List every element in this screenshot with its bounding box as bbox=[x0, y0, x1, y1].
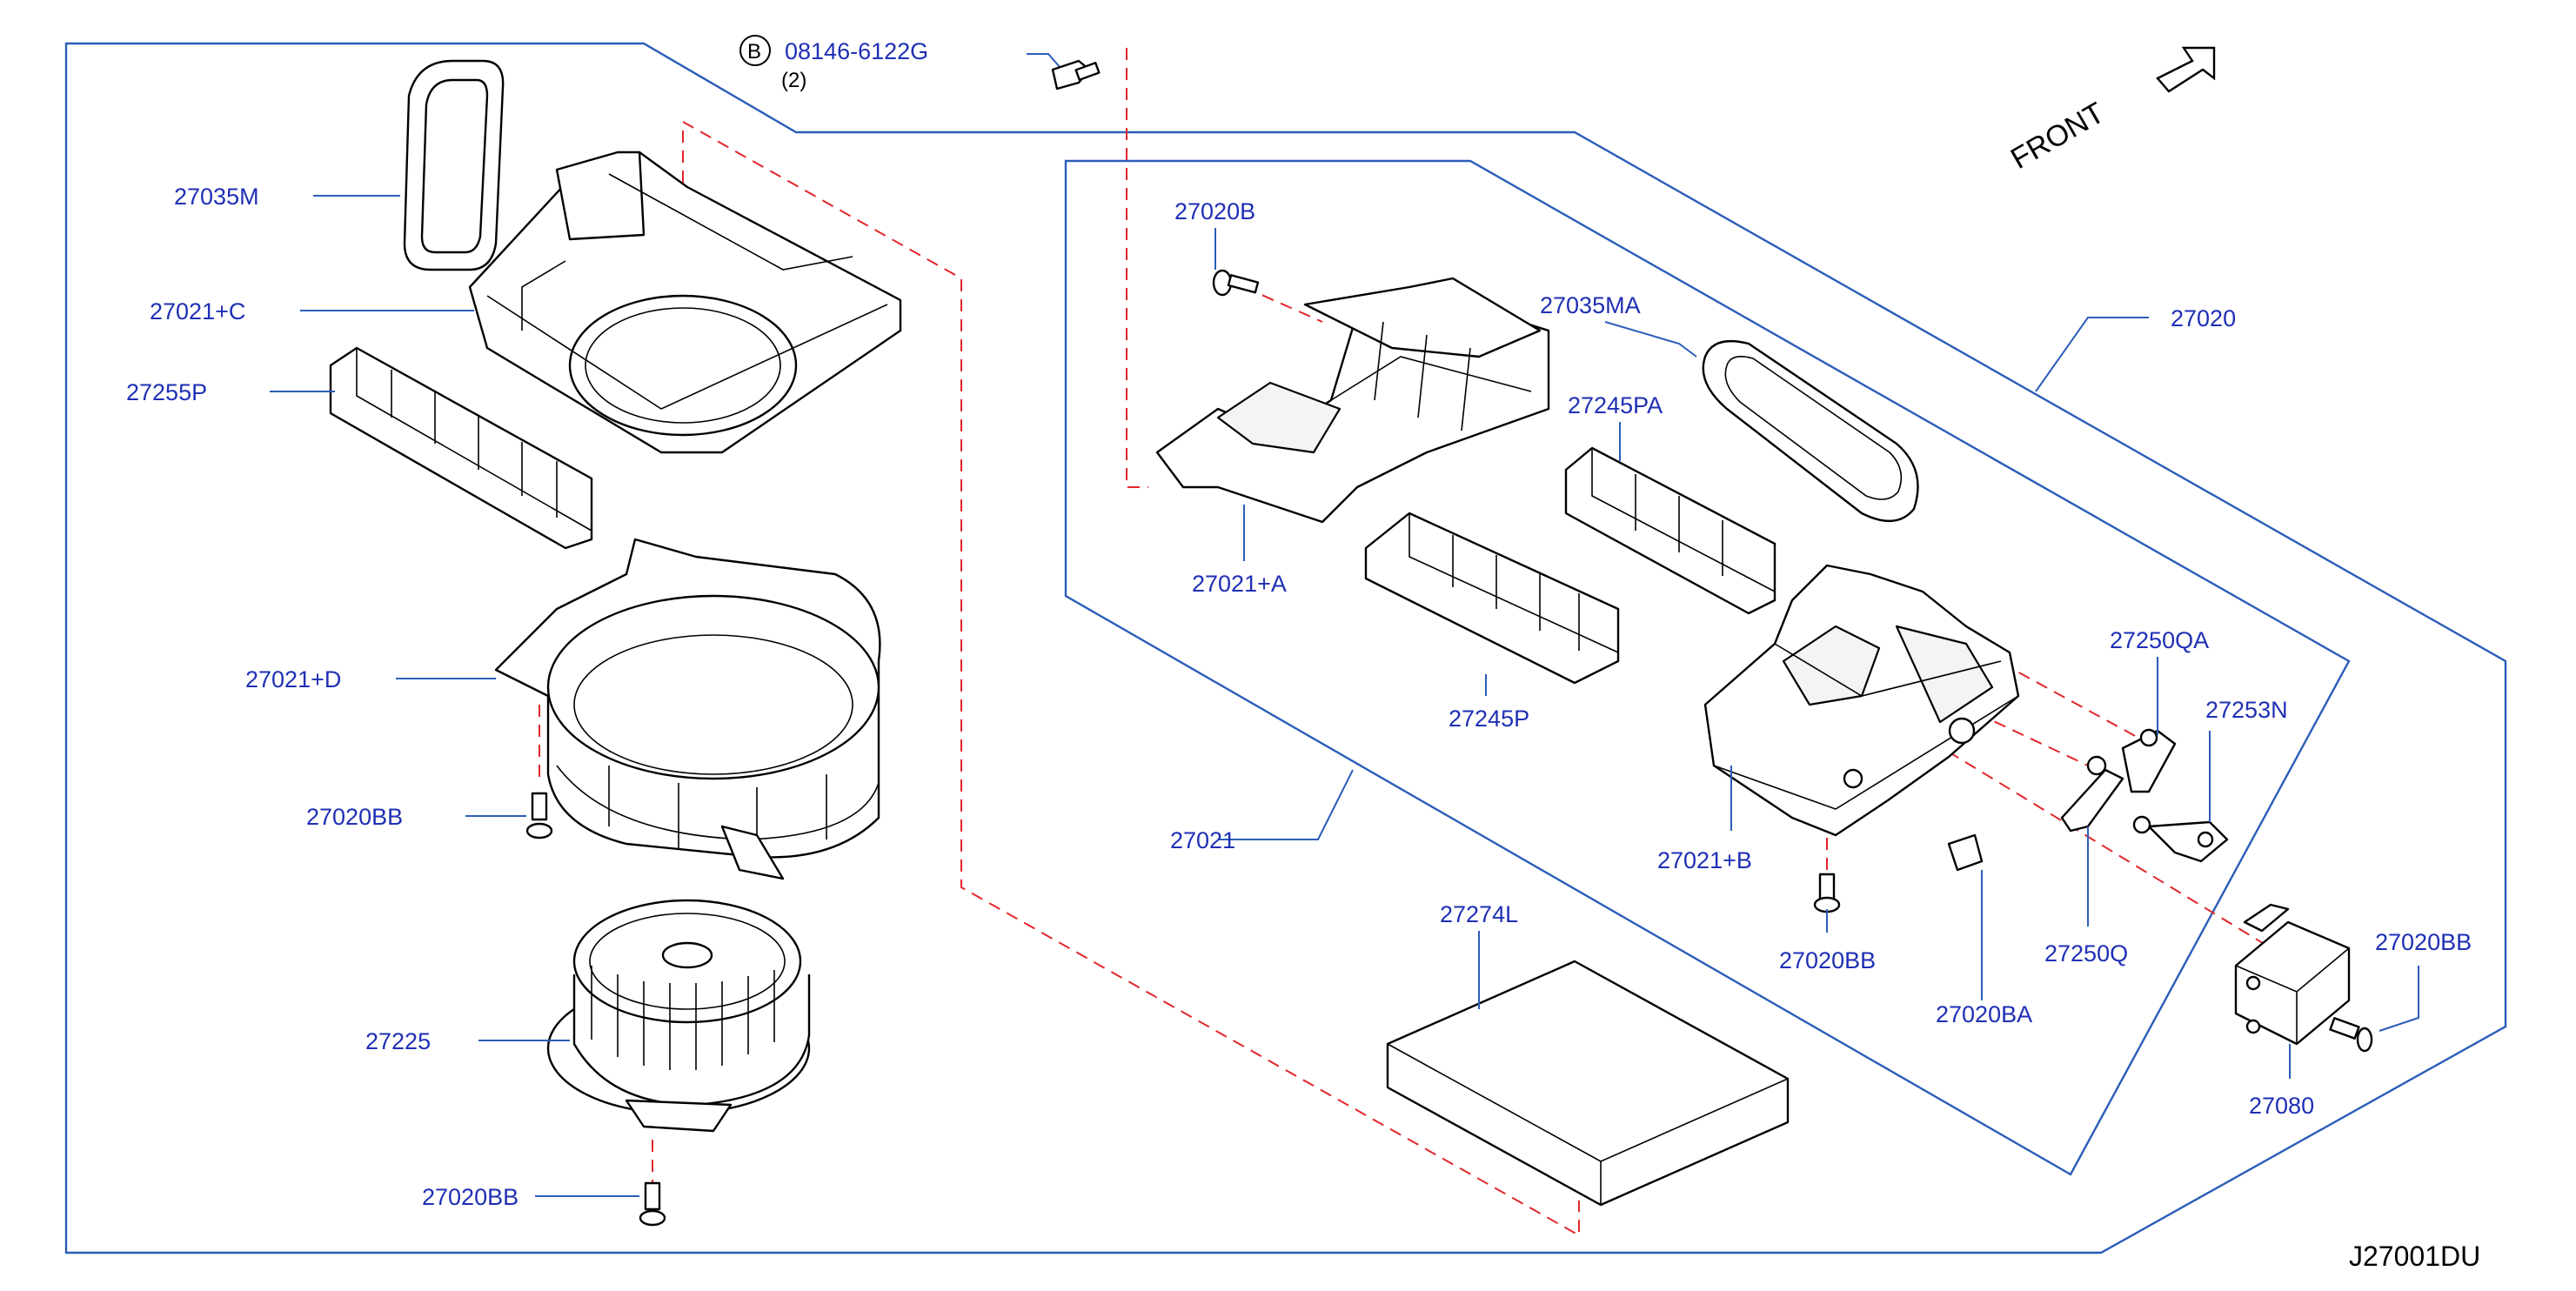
lever-27250Q-icon bbox=[2060, 755, 2124, 833]
label-27245P: 27245P bbox=[1449, 706, 1529, 732]
blower-motor-27225 bbox=[546, 899, 811, 1133]
diagram-code: J27001DU bbox=[2349, 1241, 2480, 1272]
label-27020BB-left: 27020BB bbox=[306, 804, 403, 830]
label-27250Q: 27250Q bbox=[2044, 940, 2128, 967]
bolt-quantity: (2) bbox=[781, 69, 806, 92]
alignment-line-screw-27020B bbox=[1243, 286, 1323, 323]
lever-27253N-icon bbox=[2132, 815, 2229, 863]
label-27020BB-mid: 27020BB bbox=[1779, 947, 1876, 973]
label-27021D: 27021+D bbox=[245, 666, 341, 692]
bolt-icon bbox=[1027, 53, 1101, 90]
screw-27020BB-mid-icon bbox=[1813, 873, 1841, 913]
label-27020BB-bottom: 27020BB bbox=[422, 1184, 519, 1210]
inner-assembly-outline bbox=[1064, 159, 2351, 1176]
upper-case-27021C bbox=[468, 151, 902, 454]
label-27274L: 27274L bbox=[1440, 901, 1518, 927]
filter-27245PA bbox=[1564, 446, 1776, 615]
label-27020BB-right: 27020BB bbox=[2375, 929, 2472, 955]
label-27020: 27020 bbox=[2171, 305, 2236, 331]
front-arrow-icon bbox=[2156, 46, 2216, 93]
screw-27020BB-bottom-icon bbox=[639, 1181, 666, 1227]
clip-27020BA-icon bbox=[1947, 833, 1984, 872]
screw-27020B-icon bbox=[1212, 269, 1260, 297]
cabin-filter-27274L bbox=[1386, 960, 1790, 1207]
actuator-27080 bbox=[2234, 903, 2351, 1046]
label-27021: 27021 bbox=[1170, 827, 1235, 853]
alignment-line-link-upper bbox=[1965, 643, 2158, 749]
leader-27020BB-right bbox=[2379, 966, 2419, 1032]
label-27225: 27225 bbox=[365, 1028, 431, 1054]
filter-27245P bbox=[1364, 512, 1620, 685]
screw-27020BB-right-icon bbox=[2329, 1017, 2373, 1053]
seal-gasket-27035MA bbox=[1702, 339, 1919, 523]
leader-27035MA bbox=[1604, 321, 1697, 358]
leader-27021 bbox=[1218, 769, 1354, 840]
leader-27020 bbox=[2035, 317, 2149, 392]
blower-housing-27021D bbox=[494, 538, 881, 880]
label-27035MA: 27035MA bbox=[1540, 292, 1641, 318]
bolt-badge-circle bbox=[739, 35, 771, 66]
label-27035M: 27035M bbox=[174, 184, 259, 210]
intake-case-27021A bbox=[1155, 277, 1550, 524]
alignment-line-bolt-to-frame bbox=[1126, 48, 1148, 488]
screw-27020BB-left-icon bbox=[525, 792, 553, 839]
label-27021C: 27021+C bbox=[150, 298, 245, 324]
alignment-line-actuator bbox=[1913, 730, 2315, 975]
label-27245PA: 27245PA bbox=[1568, 392, 1663, 418]
bolt-badge-letter: B bbox=[747, 40, 761, 64]
main-unit-27021B bbox=[1703, 564, 2020, 837]
front-label: FRONT bbox=[2005, 96, 2110, 175]
filter-frame-27255P bbox=[329, 346, 593, 550]
bolt-part-number: 08146-6122G bbox=[785, 38, 928, 64]
label-27021A: 27021+A bbox=[1192, 571, 1287, 597]
label-27253N: 27253N bbox=[2205, 697, 2288, 723]
label-27021B: 27021+B bbox=[1657, 847, 1752, 873]
label-27250QA: 27250QA bbox=[2110, 627, 2209, 653]
label-27020BA: 27020BA bbox=[1936, 1001, 2032, 1027]
outer-assembly-outline bbox=[64, 42, 2507, 1254]
label-27020B: 27020B bbox=[1174, 198, 1255, 224]
label-27255P: 27255P bbox=[126, 379, 207, 405]
link-27250QA-icon bbox=[2121, 728, 2177, 793]
label-27080: 27080 bbox=[2249, 1093, 2314, 1119]
seal-gasket-27035M bbox=[403, 59, 505, 271]
alignment-line-frame-to-filter bbox=[682, 121, 1580, 1237]
